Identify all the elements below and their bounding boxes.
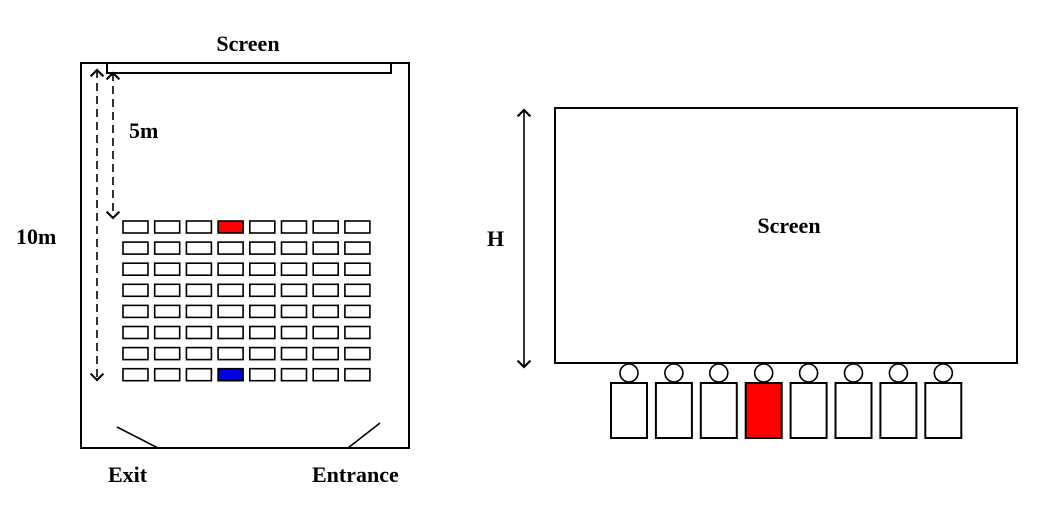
seat: [185, 262, 213, 277]
seat: [122, 283, 149, 298]
screen-rect: [554, 107, 1018, 364]
viewer-head: [753, 363, 774, 383]
seat: [122, 304, 149, 319]
seat-red: [217, 220, 244, 234]
seat: [344, 304, 371, 319]
seat: [280, 346, 308, 361]
viewer-head: [619, 363, 639, 383]
viewer-seat: [654, 382, 693, 439]
exit-label: Exit: [108, 462, 148, 487]
viewer-seat: [699, 382, 738, 439]
seat: [344, 241, 371, 255]
seat: [153, 220, 181, 234]
room-length-label: 10m: [16, 224, 56, 249]
seat: [185, 346, 213, 361]
seat: [344, 367, 371, 382]
seat: [122, 241, 149, 255]
seat: [344, 346, 371, 361]
seat: [153, 262, 181, 277]
seat: [249, 367, 276, 382]
seat: [249, 346, 276, 361]
seat: [153, 241, 181, 255]
viewer-seat: [610, 382, 648, 439]
seat: [153, 325, 181, 340]
viewer-head: [664, 363, 684, 383]
seat: [312, 367, 340, 382]
entrance-door: [347, 422, 381, 449]
viewer-seat: [879, 382, 918, 439]
seat: [185, 241, 213, 255]
seat: [249, 262, 276, 277]
seat: [344, 220, 371, 234]
seat: [122, 325, 149, 340]
seat: [185, 283, 213, 298]
seat: [153, 346, 181, 361]
seat: [217, 346, 244, 361]
seat: [217, 283, 244, 298]
seat: [280, 220, 308, 234]
seat: [249, 241, 276, 255]
seat: [122, 262, 149, 277]
seat: [217, 241, 244, 255]
seat: [153, 304, 181, 319]
seat: [185, 325, 213, 340]
seat: [153, 367, 181, 382]
seat: [249, 220, 276, 234]
seat: [249, 325, 276, 340]
seat: [312, 346, 340, 361]
seat: [280, 262, 308, 277]
viewer-seat-red: [744, 382, 783, 439]
viewer-seat: [924, 382, 963, 439]
seat: [217, 262, 244, 277]
seat: [185, 220, 213, 234]
seat: [122, 346, 149, 361]
exit-door: [116, 426, 159, 449]
seat: [344, 262, 371, 277]
viewer-head: [708, 363, 729, 383]
seat: [217, 304, 244, 319]
viewer-head: [933, 363, 954, 383]
viewer-seat: [789, 382, 828, 439]
seat: [312, 304, 340, 319]
top-view: Screen 5m 10m Exit Entrance: [16, 31, 410, 487]
distance-label: 5m: [129, 118, 158, 143]
seat: [122, 220, 149, 234]
seat: [249, 304, 276, 319]
seat-grid: [122, 220, 371, 382]
seat: [280, 304, 308, 319]
seat: [185, 367, 213, 382]
viewer-seat: [834, 382, 873, 439]
seat: [153, 283, 181, 298]
front-view: Screen H: [487, 107, 1018, 439]
seat: [280, 367, 308, 382]
entrance-label: Entrance: [312, 462, 399, 487]
height-label: H: [487, 226, 504, 251]
viewers-row: [610, 363, 963, 439]
seat: [280, 325, 308, 340]
seat: [217, 325, 244, 340]
viewer-head: [888, 363, 909, 383]
seat-blue: [217, 367, 244, 382]
seat: [312, 241, 340, 255]
seat: [280, 283, 308, 298]
seat: [312, 262, 340, 277]
screen-label-front: Screen: [757, 213, 820, 238]
screen-bar: [106, 62, 392, 74]
seat: [312, 325, 340, 340]
screen-label-top: Screen: [216, 31, 279, 56]
viewer-head: [798, 363, 819, 383]
viewer-head: [843, 363, 864, 383]
seat: [122, 367, 149, 382]
seat: [312, 283, 340, 298]
seat: [249, 283, 276, 298]
seat: [344, 283, 371, 298]
seat: [185, 304, 213, 319]
seat: [280, 241, 308, 255]
seat: [312, 220, 340, 234]
seat: [344, 325, 371, 340]
